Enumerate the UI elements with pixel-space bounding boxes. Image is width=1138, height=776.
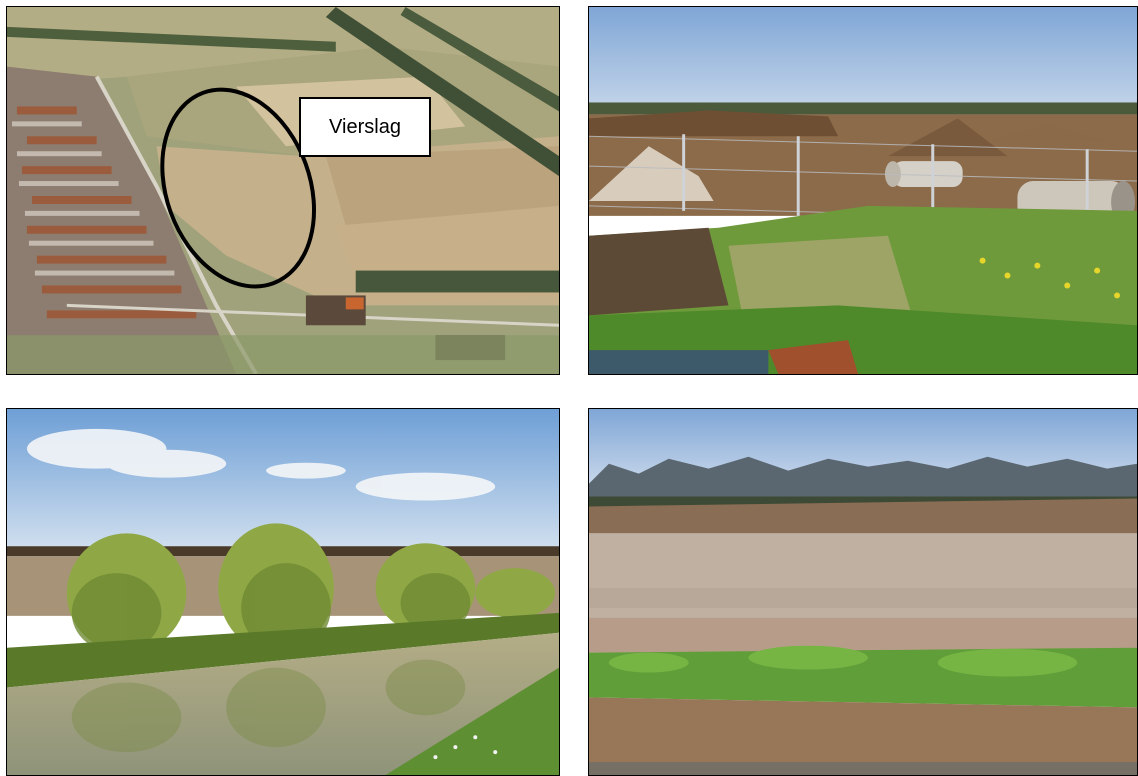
- construction-photo: [588, 6, 1138, 375]
- field-photo-image: [589, 409, 1137, 775]
- field-photo: [588, 408, 1138, 776]
- construction-photo-image: [589, 7, 1137, 374]
- vierslag-label: Vierslag: [299, 97, 431, 157]
- canal-photo-image: [7, 409, 559, 775]
- canal-photo: [6, 408, 560, 776]
- aerial-photo: Vierslag: [6, 6, 560, 375]
- aerial-photo-image: [7, 7, 559, 374]
